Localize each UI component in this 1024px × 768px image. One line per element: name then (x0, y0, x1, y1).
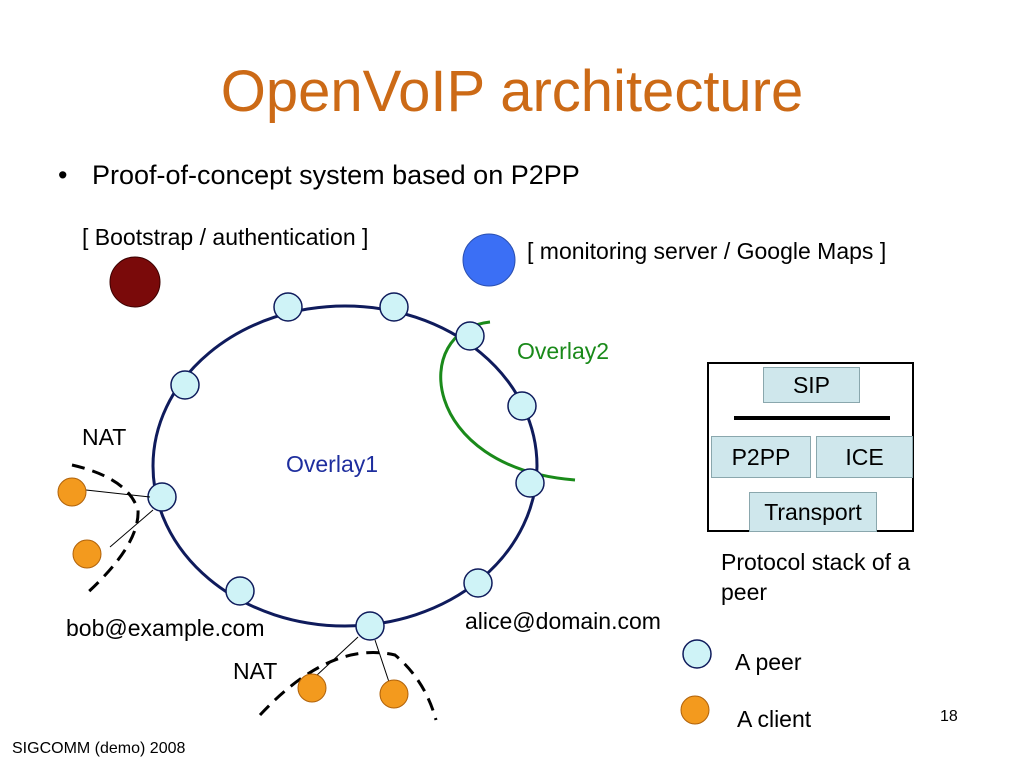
page-number: 18 (940, 708, 958, 725)
bullet-dot: • (58, 160, 68, 190)
client-node (72, 539, 102, 569)
stack-sip-box: SIP (763, 367, 860, 403)
protocol-stack-caption: Protocol stack of a peer (721, 549, 911, 605)
legend-peer-label: A peer (735, 649, 802, 675)
peer-node (147, 482, 177, 512)
peer-node (225, 576, 255, 606)
slide-title: OpenVoIP architecture (220, 59, 804, 124)
peer-node (507, 391, 537, 421)
legend-peer-icon (682, 639, 712, 669)
footer-text: SIGCOMM (demo) 2008 (12, 740, 186, 757)
nat-bottom-boundary (258, 651, 438, 721)
stack-transport-box: Transport (749, 492, 877, 532)
bootstrap-label: [ Bootstrap / authentication ] (82, 224, 369, 250)
peer-node (170, 370, 200, 400)
peer-node (455, 321, 485, 351)
client-nodes (57, 477, 409, 709)
client-node (297, 673, 327, 703)
stack-ice-box: ICE (816, 436, 913, 478)
client-node (57, 477, 87, 507)
peer-node (273, 292, 303, 322)
bullet-item: • Proof-of-concept system based on P2PP (58, 160, 580, 191)
monitoring-label: [ monitoring server / Google Maps ] (527, 238, 887, 264)
alice-address-label: alice@domain.com (465, 608, 661, 634)
client-links (85, 489, 391, 686)
overlay2-label: Overlay2 (517, 338, 610, 364)
nat-left-label: NAT (82, 424, 127, 450)
monitoring-server-node (462, 233, 516, 287)
bob-address-label: bob@example.com (66, 615, 265, 641)
bullet-text: Proof-of-concept system based on P2PP (92, 160, 580, 190)
peer-node (463, 568, 493, 598)
legend-client-icon (680, 695, 710, 725)
legend-client-label: A client (737, 706, 812, 732)
overlay1-label: Overlay1 (286, 451, 379, 477)
stack-p2pp-box: P2PP (711, 436, 811, 478)
nat-bottom-label: NAT (233, 658, 278, 684)
peer-node (355, 611, 385, 641)
client-node (379, 679, 409, 709)
overlay1-ring (151, 304, 539, 628)
peer-node (515, 468, 545, 498)
bootstrap-server-node (109, 256, 161, 308)
peer-node (379, 292, 409, 322)
peer-nodes (147, 292, 545, 641)
nat-left-boundary (71, 463, 140, 597)
